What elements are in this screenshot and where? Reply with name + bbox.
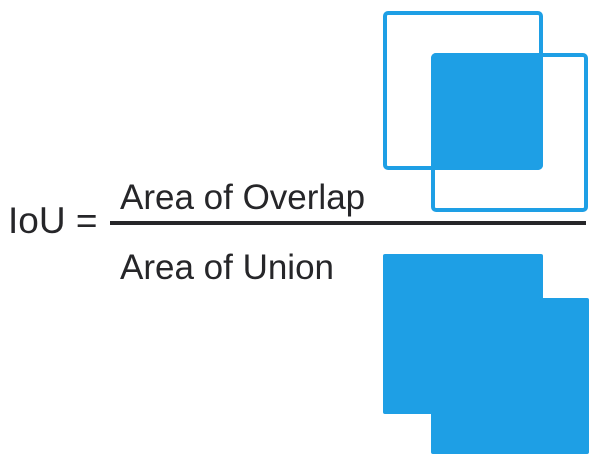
union-region-fill <box>383 254 589 454</box>
overlap-svg <box>383 11 588 212</box>
area-of-union-diagram <box>375 245 600 468</box>
fraction-denominator: Area of Union <box>120 248 335 287</box>
iou-label: IoU = <box>8 200 98 241</box>
fraction-numerator: Area of Overlap <box>120 178 366 217</box>
area-of-overlap-diagram <box>375 0 600 225</box>
overlap-region-fill <box>431 53 543 170</box>
union-svg <box>383 254 589 454</box>
